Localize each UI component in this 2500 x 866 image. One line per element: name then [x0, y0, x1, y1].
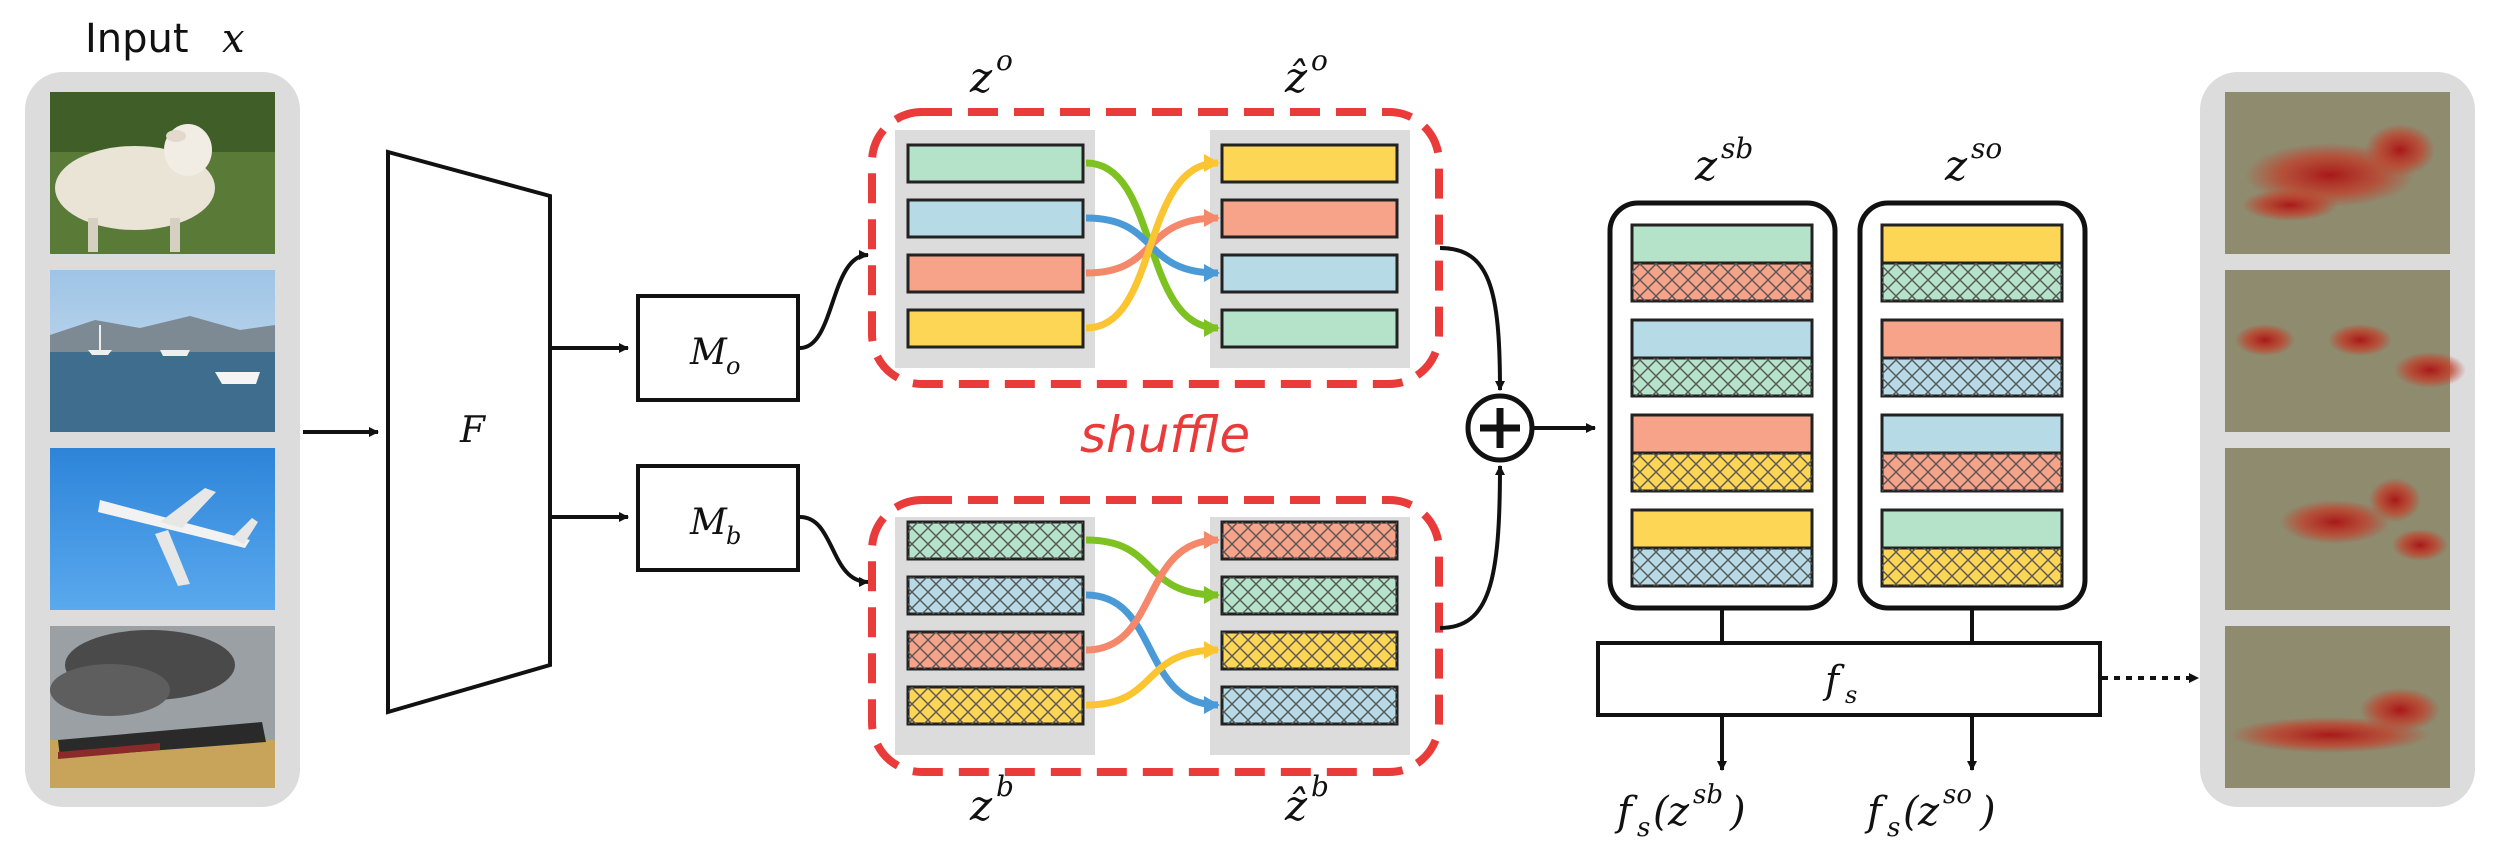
- shuffle-arrow-green-b: [1085, 536, 1220, 604]
- zb-hat-bar-blue: [1220, 685, 1399, 726]
- zb-sup: b: [996, 770, 1014, 803]
- zo-hat-bar-green: [1220, 308, 1399, 349]
- classifier-box: [1596, 641, 2102, 717]
- zsb-obj-green: [1630, 223, 1814, 265]
- object-mask-box: [636, 294, 800, 402]
- airplane-photo: [50, 448, 275, 610]
- train-photo: [50, 626, 275, 788]
- svg-text:so: so: [1943, 780, 1972, 810]
- zb-bar-green: [906, 520, 1085, 561]
- shuffle-label: shuffle: [1080, 406, 1250, 464]
- train-heatmap: [2225, 626, 2450, 788]
- background-mask-box: [636, 464, 800, 572]
- zb-hat-bar-yellow: [1220, 630, 1399, 671]
- sum-node: [1465, 393, 1535, 463]
- encoder-trapezoid: [386, 149, 552, 715]
- arrow-zo-hat-to-sum: [1439, 246, 1505, 391]
- zo-label: z: [969, 53, 993, 102]
- zso-obj-green: [1880, 508, 2064, 550]
- zo-sup: o: [996, 44, 1013, 77]
- zo-hat-sup: o: [1311, 44, 1328, 77]
- zb-label: z: [969, 781, 993, 830]
- shuffle-arrow-yellow-b: [1085, 641, 1220, 709]
- zso-bg-green: [1880, 261, 2064, 303]
- zo-bar-salmon: [906, 253, 1085, 294]
- object-mask-sub: o: [726, 352, 740, 380]
- zo-bar-green: [906, 143, 1085, 184]
- classifier-sub: s: [1845, 681, 1857, 709]
- zo-hat-bar-blue: [1220, 253, 1399, 294]
- zo-hat-bar-yellow: [1220, 143, 1399, 184]
- background-mask-sub: b: [726, 522, 741, 550]
- zsb-obj-salmon: [1630, 413, 1814, 455]
- zo-bar-blue: [906, 198, 1085, 239]
- svg-text:): ): [1729, 789, 1746, 835]
- zb-hat-bar-salmon: [1220, 520, 1399, 561]
- arrow-Mb-to-zb: [799, 515, 869, 587]
- zb-bar-salmon: [906, 630, 1085, 671]
- shuffle-arrow-salmon-b: [1085, 531, 1220, 654]
- boats-heatmap: [2225, 270, 2466, 432]
- zb-bar-blue: [906, 575, 1085, 616]
- zsb-bg-yellow: [1630, 451, 1814, 493]
- background-mask-label: M: [689, 502, 728, 543]
- zso-bg-blue: [1880, 356, 2064, 398]
- sheep-heatmap: [2225, 92, 2450, 254]
- boats-photo: [50, 270, 275, 432]
- zsb-bg-salmon: [1630, 261, 1814, 303]
- svg-text:f: f: [1864, 789, 1888, 835]
- encoder-label: F: [459, 410, 487, 451]
- shuffle-arrow-yellow-o: [1085, 154, 1220, 332]
- zso-sup: so: [1971, 132, 2002, 165]
- zb-hat-label: ẑ: [1284, 781, 1308, 830]
- heatmap-panel: [2200, 72, 2475, 807]
- output-fs-zsb: f s ( z sb ): [1614, 780, 1746, 843]
- zsb-obj-yellow: [1630, 508, 1814, 550]
- zsb-bg-green: [1630, 356, 1814, 398]
- arrow-zb-hat-to-sum: [1439, 465, 1505, 630]
- zb-hat-bar-green: [1220, 575, 1399, 616]
- svg-text:z: z: [1917, 789, 1940, 835]
- sheep-photo: [50, 92, 275, 254]
- zo-bar-yellow: [906, 308, 1085, 349]
- shuffle-arrow-blue-b: [1085, 591, 1220, 714]
- zsb-label: z: [1694, 141, 1718, 190]
- airplane-heatmap: [2225, 448, 2450, 610]
- svg-text:s: s: [1887, 813, 1900, 843]
- zso-obj-yellow: [1880, 223, 2064, 265]
- svg-text:): ): [1979, 789, 1996, 835]
- zso-label: z: [1944, 141, 1968, 190]
- input-label: Input: [85, 16, 189, 62]
- object-mask-label: M: [689, 332, 728, 373]
- zb-bar-yellow: [906, 685, 1085, 726]
- input-panel: [25, 72, 300, 807]
- svg-text:(: (: [1903, 789, 1920, 835]
- svg-text:sb: sb: [1693, 780, 1723, 810]
- output-fs-zso: f s ( z so ): [1864, 780, 1996, 843]
- zsb-sup: sb: [1721, 132, 1753, 165]
- svg-text:s: s: [1637, 813, 1650, 843]
- zsb-bg-blue: [1630, 546, 1814, 588]
- input-variable: x: [222, 16, 245, 62]
- zso-bg-yellow: [1880, 546, 2064, 588]
- svg-text:f: f: [1614, 789, 1638, 835]
- zb-hat-sup: b: [1311, 770, 1329, 803]
- zo-hat-label: ẑ: [1284, 53, 1308, 102]
- zso-obj-blue: [1880, 413, 2064, 455]
- zsb-obj-blue: [1630, 318, 1814, 360]
- svg-text:(: (: [1653, 789, 1670, 835]
- zo-hat-bar-salmon: [1220, 198, 1399, 239]
- zso-bg-salmon: [1880, 451, 2064, 493]
- zso-obj-salmon: [1880, 318, 2064, 360]
- arrow-Mo-to-zo: [799, 250, 869, 350]
- svg-text:z: z: [1667, 789, 1690, 835]
